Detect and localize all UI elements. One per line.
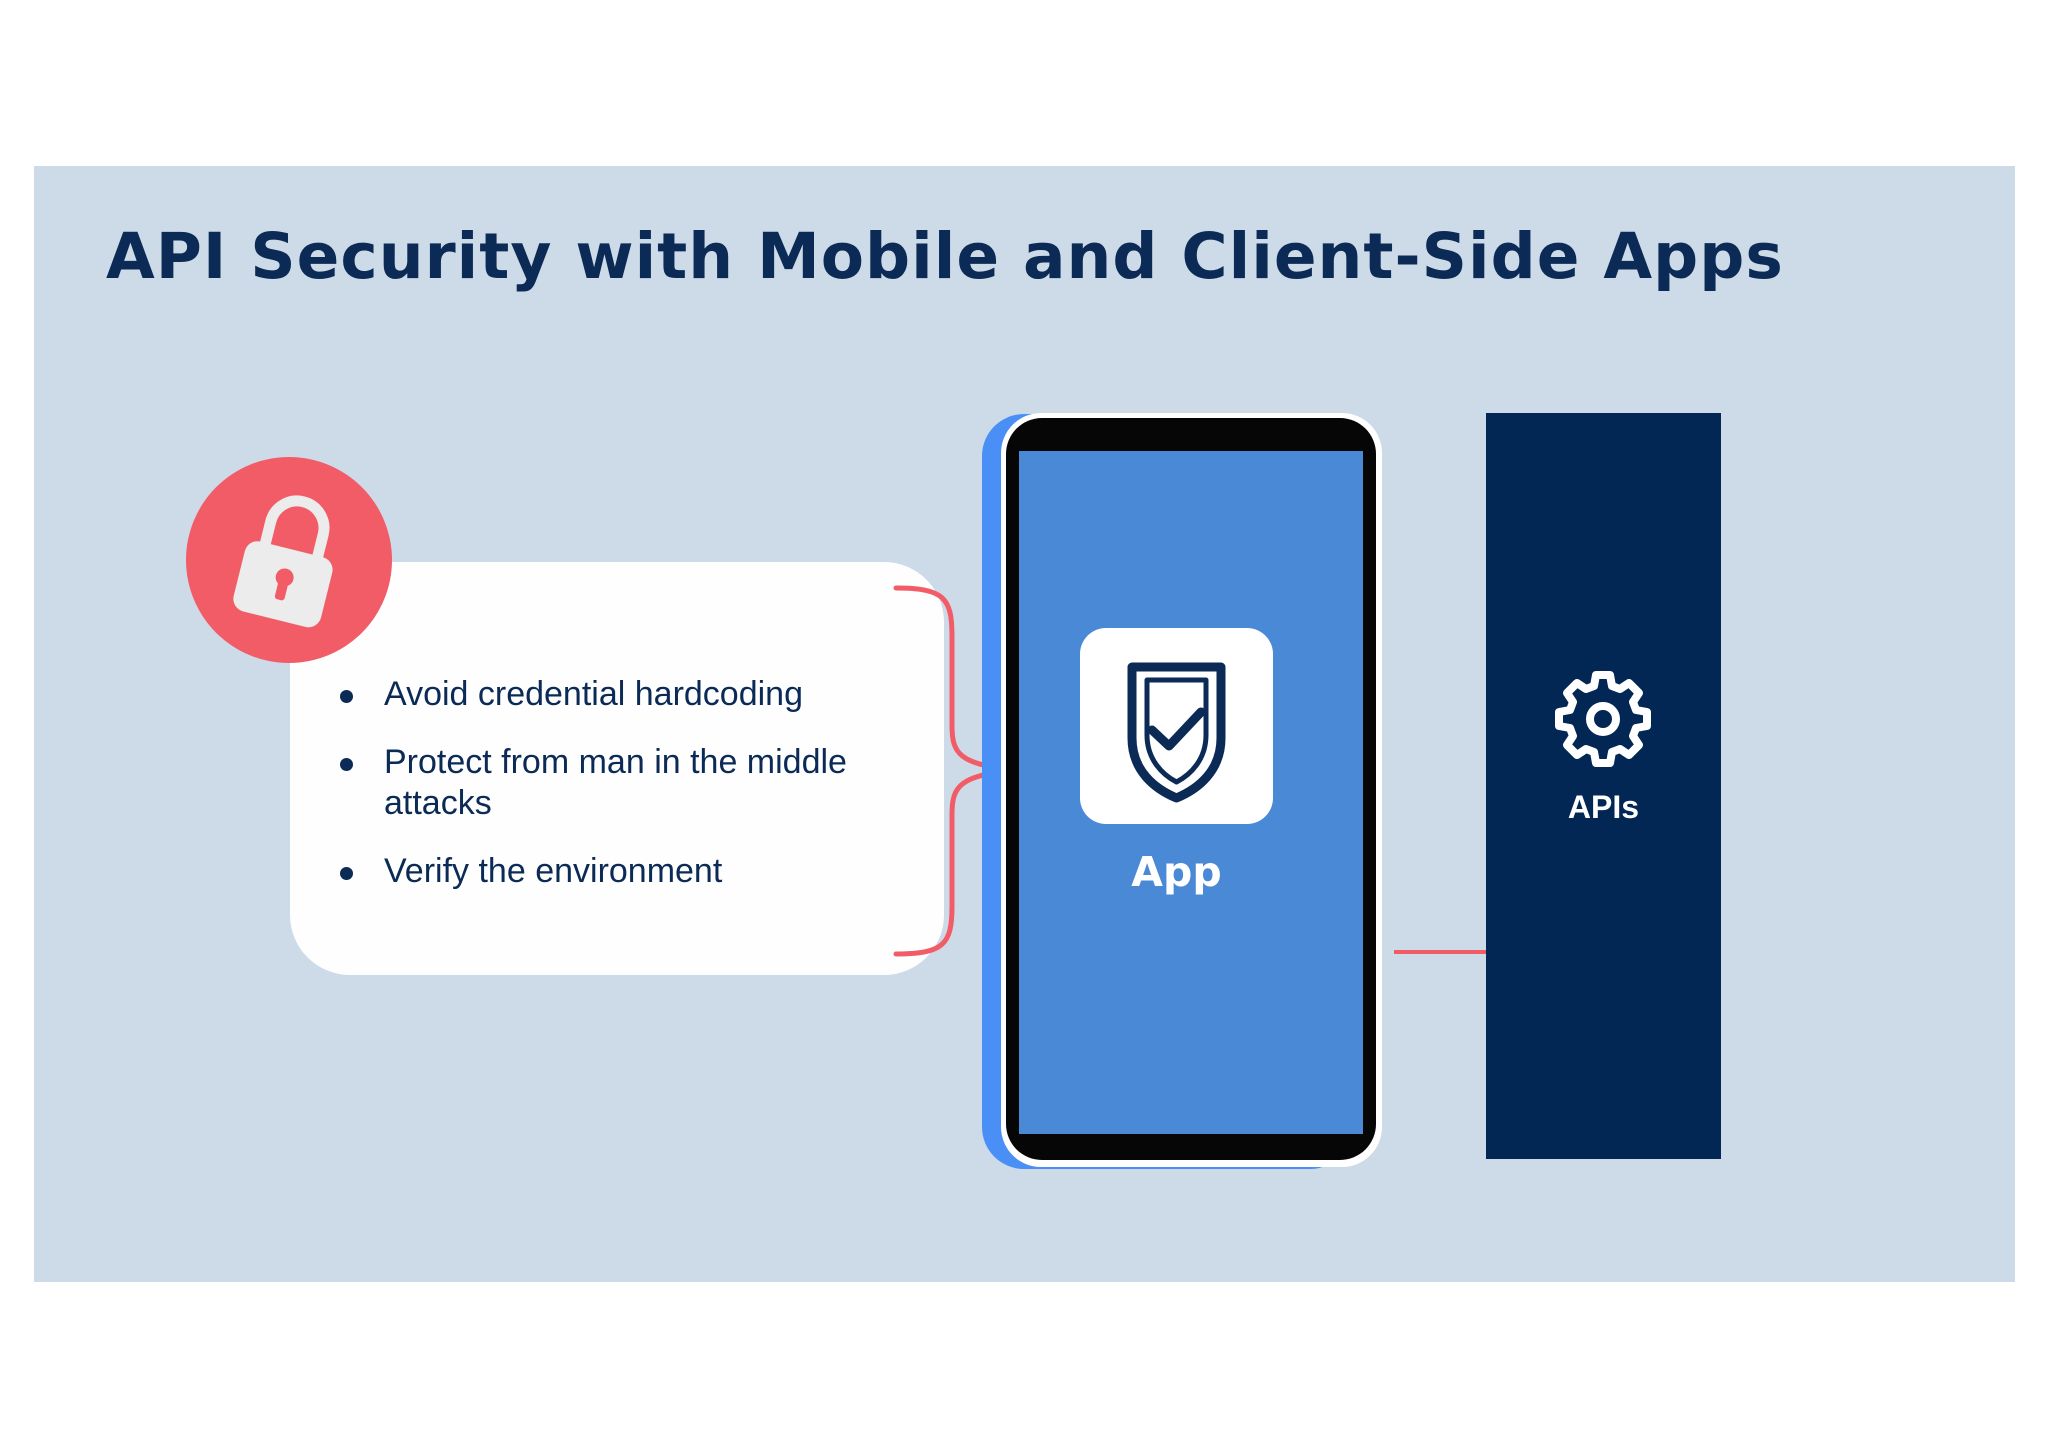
tip-item: Avoid credential hardcoding bbox=[340, 674, 900, 715]
app-label: App bbox=[1131, 848, 1222, 896]
shield-check-icon bbox=[1127, 662, 1226, 803]
lock-icon bbox=[186, 457, 392, 663]
security-tips-card: Avoid credential hardcoding Protect from… bbox=[290, 562, 944, 975]
slide-panel: API Security with Mobile and Client-Side… bbox=[34, 166, 2015, 1282]
app-tile[interactable] bbox=[1080, 628, 1273, 824]
apis-panel: APIs bbox=[1486, 413, 1721, 1159]
slide-title: API Security with Mobile and Client-Side… bbox=[106, 220, 1784, 293]
tips-list: Avoid credential hardcoding Protect from… bbox=[340, 674, 900, 919]
gear-icon bbox=[1555, 671, 1651, 767]
tip-item: Protect from man in the middle attacks bbox=[340, 742, 900, 824]
apis-label: APIs bbox=[1567, 789, 1640, 825]
tip-item: Verify the environment bbox=[340, 851, 900, 892]
